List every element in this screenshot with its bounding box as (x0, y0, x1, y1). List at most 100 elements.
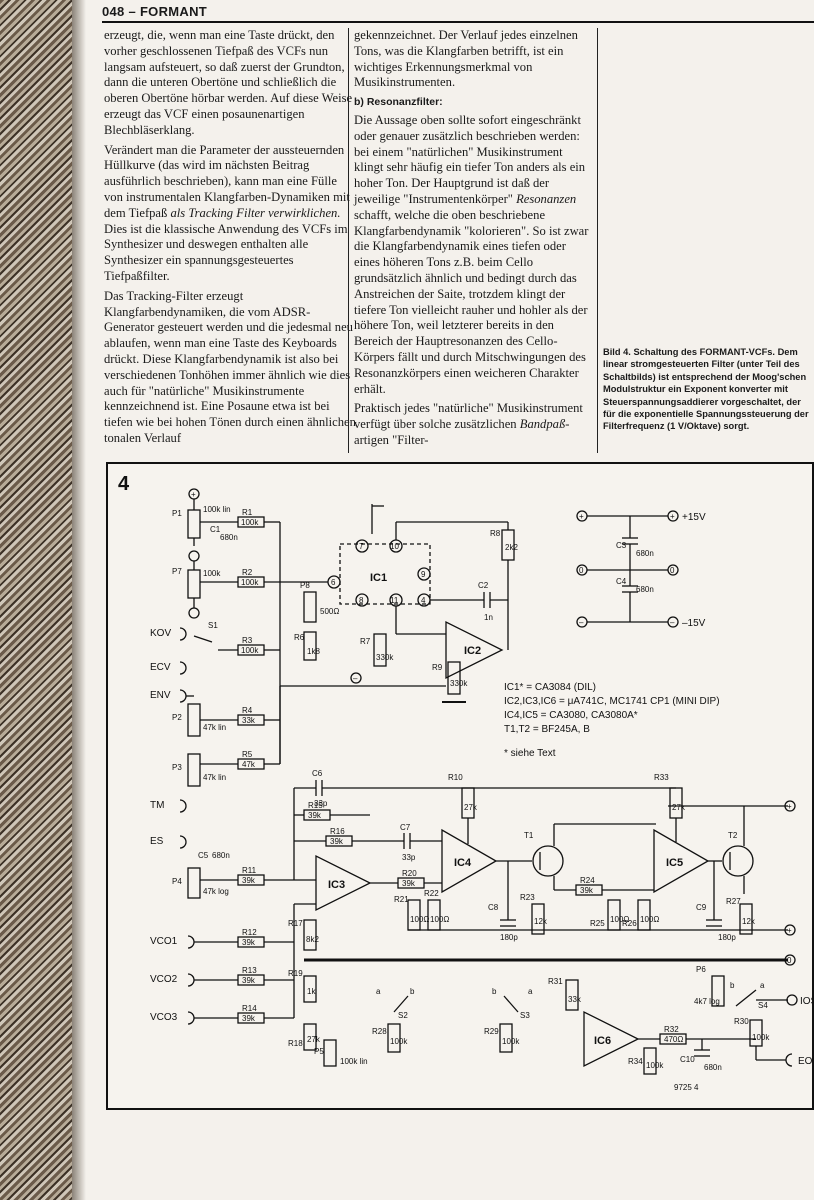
p7-value: 100k (203, 569, 221, 578)
input-kov: KOV (150, 628, 171, 639)
svg-text:R26: R26 (622, 919, 637, 928)
svg-text:R29: R29 (484, 1027, 499, 1036)
legend-line: IC2,IC3,IC6 = μA741C, MC1741 CP1 (MINI D… (504, 696, 720, 707)
r33-value: 27k (672, 803, 686, 812)
ic5-label: IC5 (666, 857, 683, 869)
c7-value: 33p (402, 853, 416, 862)
r9-value: 330k (450, 679, 468, 688)
svg-text:C3: C3 (616, 541, 627, 550)
r3-value: 100k (241, 646, 259, 655)
svg-text:+: + (670, 512, 675, 521)
r7-value: 330k (376, 653, 394, 662)
r28-value: 100k (390, 1037, 408, 1046)
c3-value: 680n (636, 549, 654, 558)
ic2-label: IC2 (464, 645, 481, 657)
r18-value: 27k (307, 1035, 321, 1044)
r25-value: 100Ω (610, 915, 629, 924)
svg-text:R30: R30 (734, 1017, 749, 1026)
c4-value: 680n (636, 585, 654, 594)
input-vco2: VCO2 (150, 974, 178, 985)
svg-text:0: 0 (787, 956, 792, 965)
svg-text:P5: P5 (314, 1047, 324, 1056)
svg-text:R17: R17 (288, 919, 303, 928)
svg-text:C5: C5 (198, 851, 209, 860)
svg-text:11: 11 (390, 596, 399, 605)
svg-text:R18: R18 (288, 1039, 303, 1048)
circuit-schematic: 4 + P1 100k lin R1 100k C1 680n P7 100k (118, 473, 812, 1092)
text-span: Verändert man die Parameter der aussteue… (104, 142, 350, 220)
figure-number: 4 (118, 473, 130, 495)
r29-value: 100k (502, 1037, 520, 1046)
svg-text:R5: R5 (242, 750, 253, 759)
r8-value: 2k2 (505, 543, 518, 552)
p8-value: 500Ω (320, 607, 339, 616)
subheading: b) Resonanzfilter: (354, 96, 443, 109)
svg-text:–: – (353, 674, 358, 683)
footnote: * siehe Text (504, 748, 556, 759)
r30-value: 100k (752, 1033, 770, 1042)
text-span: -artigen "Filter- (354, 417, 570, 447)
text-column-1: erzeugt, die, wenn man eine Taste drückt… (104, 28, 356, 451)
svg-text:R28: R28 (372, 1027, 387, 1036)
svg-text:R12: R12 (242, 928, 257, 937)
paragraph: erzeugt, die, wenn man eine Taste drückt… (104, 28, 353, 137)
input-es: ES (150, 836, 164, 847)
svg-text:S4: S4 (758, 1001, 768, 1010)
c1-value: 680n (220, 533, 238, 542)
text-span: Die Aussage oben sollte sofort eingeschr… (354, 112, 586, 206)
input-ecv: ECV (150, 662, 171, 673)
r16-value: 39k (330, 837, 344, 846)
svg-text:C4: C4 (616, 577, 627, 586)
input-tm: TM (150, 800, 164, 811)
column-divider (597, 28, 598, 453)
p5-value: 100k lin (340, 1057, 368, 1066)
svg-text:+: + (579, 512, 584, 521)
svg-text:R24: R24 (580, 876, 595, 885)
r34-value: 100k (646, 1061, 664, 1070)
emphasis: als Tracking Filter verwirklichen. (170, 205, 341, 220)
svg-text:R13: R13 (242, 966, 257, 975)
svg-text:9: 9 (421, 570, 426, 579)
svg-text:R15: R15 (308, 801, 323, 810)
svg-text:4: 4 (421, 596, 426, 605)
svg-text:R7: R7 (360, 637, 371, 646)
header-rule (102, 21, 814, 23)
svg-text:+: + (787, 802, 792, 811)
svg-text:R31: R31 (548, 977, 563, 986)
emphasis: Resonanzen (516, 191, 577, 206)
p2-value: 47k lin (203, 723, 226, 732)
r17-value: 8k2 (306, 935, 319, 944)
paragraph: Praktisch jedes "natürliche" Musikinstru… (354, 401, 594, 448)
r20-value: 39k (402, 879, 416, 888)
schematic-figure: 4 + P1 100k lin R1 100k C1 680n P7 100k (106, 462, 814, 1110)
p3-value: 47k lin (203, 773, 226, 782)
svg-text:10: 10 (390, 542, 399, 551)
paragraph: Die Aussage oben sollte sofort eingeschr… (354, 113, 594, 397)
svg-text:b: b (492, 987, 497, 996)
svg-text:+: + (787, 926, 792, 935)
r12-value: 39k (242, 938, 256, 947)
supply-negative: –15V (682, 618, 706, 629)
legend-line: IC1* = CA3084 (DIL) (504, 682, 596, 693)
svg-text:R19: R19 (288, 969, 303, 978)
svg-text:R3: R3 (242, 636, 253, 645)
r31-value: 33k (568, 995, 582, 1004)
r1-value: 100k (241, 518, 259, 527)
svg-text:a: a (528, 987, 533, 996)
r22-value: 100Ω (430, 915, 449, 924)
r14-value: 39k (242, 1014, 256, 1023)
svg-text:R32: R32 (664, 1025, 679, 1034)
svg-text:P2: P2 (172, 713, 182, 722)
p6-value: 4k7 log (694, 997, 720, 1006)
svg-text:R23: R23 (520, 893, 535, 902)
legend-line: T1,T2 = BF245A, B (504, 724, 590, 735)
c8-value: 180p (500, 933, 518, 942)
c9-value: 180p (718, 933, 736, 942)
r21-value: 100Ω (410, 915, 429, 924)
svg-text:8: 8 (359, 596, 364, 605)
magazine-page: 048 – FORMANT erzeugt, die, wenn man ein… (86, 0, 814, 1200)
svg-text:6: 6 (331, 578, 336, 587)
text-span: schafft, welche die oben beschriebene Kl… (354, 207, 589, 396)
paragraph: gekennzeichnet. Der Verlauf jedes einzel… (354, 28, 578, 90)
output-eos: EOS (798, 1056, 812, 1067)
